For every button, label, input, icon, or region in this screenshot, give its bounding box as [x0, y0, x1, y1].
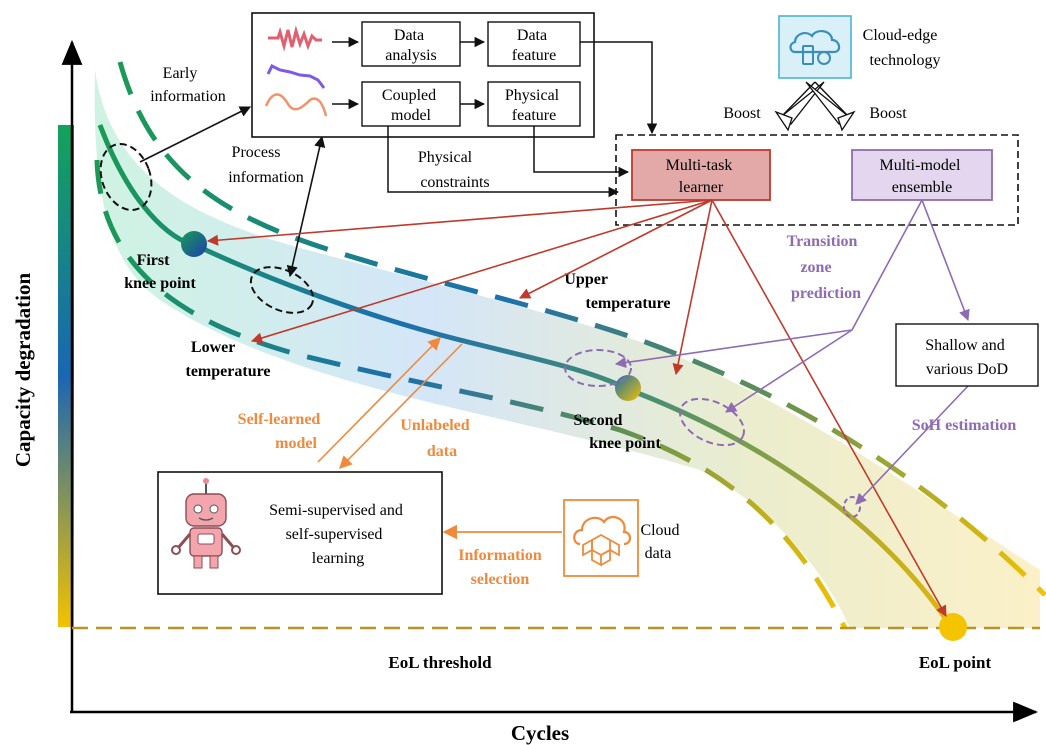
shallow-dod-text: Shallow and various DoD: [925, 337, 1009, 378]
orange-arrows: [317, 337, 562, 540]
boost-right-label: Boost: [869, 105, 907, 122]
coupled-model-box: [361, 81, 461, 127]
cloud-data-label: Cloud data: [640, 522, 683, 562]
signal-orange-icon: [264, 93, 328, 117]
upper-boundary: [117, 61, 1046, 597]
robot-icon: [171, 478, 241, 569]
self-learned-model-label: Self-learned model: [238, 411, 325, 452]
degradation-band: [94, 70, 1040, 628]
degradation-gradient-bar: [58, 125, 74, 627]
second-knee-marker: [615, 375, 641, 401]
cloud-data-icon: [563, 499, 639, 577]
early-information-label: Early information: [150, 65, 226, 105]
coupled-model-text: Coupled model: [382, 87, 440, 124]
eol-point-marker: [939, 613, 967, 641]
learner-container: [615, 134, 1019, 226]
multi-model-ensemble-box: [851, 149, 993, 201]
data-analysis-box: [361, 21, 461, 67]
multi-model-ensemble-text: Multi-model ensemble: [880, 157, 965, 196]
transition-zone-label: Transition zone prediction: [787, 233, 862, 302]
process-info-arrow: [286, 135, 326, 278]
process-information-label: Process information: [228, 144, 304, 186]
multi-task-learner-text: Multi-task learner: [666, 157, 737, 196]
physical-feature-box: [487, 81, 581, 127]
data-feature-to-learner-arrow: [580, 41, 658, 135]
transition-ellipse-2: [679, 397, 745, 447]
unlabeled-data-label: Unlabeled data: [400, 417, 473, 460]
signal-thumbnails: [264, 25, 328, 117]
y-axis-label: Capacity degradation: [11, 273, 35, 468]
early-info-arrow: [139, 106, 252, 163]
eol-threshold-label: EoL threshold: [388, 653, 492, 672]
signal-red-icon: [268, 25, 322, 52]
physical-feature-text: Physical feature: [505, 87, 563, 124]
signal-purple-icon: [266, 63, 326, 89]
shallow-dod-box: [895, 323, 1039, 387]
eol-point-label: EoL point: [919, 653, 992, 672]
red-arrows: [206, 199, 947, 617]
purple-arrows: [614, 199, 970, 505]
physical-constraints-arrow: [387, 126, 620, 198]
physical-feature-to-learner-arrow: [533, 126, 630, 178]
x-axis-label: Cycles: [511, 721, 569, 745]
data-feature-box: [487, 21, 581, 67]
early-info-ellipse: [99, 143, 153, 211]
information-selection-label: Information selection: [458, 547, 546, 588]
first-knee-marker: [181, 231, 207, 257]
soh-estimation-label: SoH estimation: [912, 417, 1017, 434]
cloud-edge-icon: [778, 15, 852, 79]
multi-task-learner-box: [631, 149, 771, 201]
data-analysis-text: Data analysis: [385, 27, 437, 64]
boost-left-label: Boost: [723, 105, 761, 122]
physical-constraints-label: Physical constraints: [418, 149, 490, 191]
data-feature-text: Data feature: [512, 27, 556, 64]
upper-temperature-label: Upper temperature: [564, 271, 670, 312]
soh-ellipse: [843, 496, 861, 518]
boost-arrows: [774, 81, 856, 132]
transition-ellipse-1: [564, 349, 632, 387]
second-knee-label: Second knee point: [574, 412, 662, 452]
lower-boundary: [94, 159, 848, 630]
lower-temperature-label: Lower temperature: [186, 339, 271, 380]
semi-supervised-text: Semi-supervised and self-supervised lear…: [269, 502, 407, 567]
cloud-edge-label: Cloud-edge technology: [863, 27, 942, 69]
first-knee-label: First knee point: [124, 252, 196, 292]
